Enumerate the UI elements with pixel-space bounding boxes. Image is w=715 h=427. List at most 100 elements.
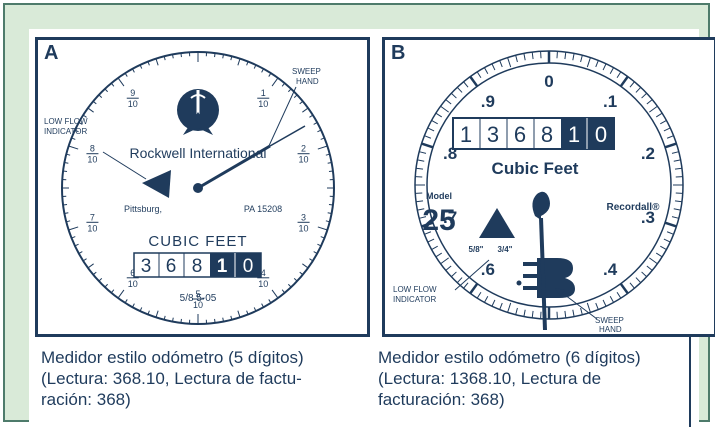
dial-a-tick [288, 89, 291, 92]
odometer-b-digit: 6 [514, 122, 526, 147]
dial-a-tick [118, 78, 124, 86]
odometer-b-digit-dark: 0 [595, 122, 607, 147]
dial-b-tick [630, 82, 634, 87]
dial-b-tick [617, 292, 621, 298]
fraction-denominator: 10 [87, 223, 97, 233]
dial-b-tick [492, 64, 495, 70]
sweep-label-b: HAND [599, 325, 622, 334]
meter-b-brand: Recordall® [607, 202, 661, 213]
dial-b-tick [565, 52, 566, 59]
dial-b-tick [428, 128, 434, 131]
dial-a-tick [272, 290, 278, 298]
dial-b-tick [470, 284, 477, 294]
sweep-label-b: SWEEP [595, 316, 624, 325]
low-flow-indicator-a [142, 170, 171, 198]
caption-a-line: (Lectura: 368.10, Lectura de factu- [41, 368, 304, 389]
dial-b-tick [667, 136, 674, 139]
dial-a-tick [156, 59, 158, 66]
dial-a-tick [294, 95, 297, 98]
dial-b-label: .9 [481, 92, 495, 111]
dial-b-tick [596, 303, 599, 310]
caption-a-line: ración: 368) [41, 389, 304, 410]
caption-a: Medidor estilo odómetro (5 dígitos) (Lec… [41, 347, 304, 410]
meter-b-model-label: Model [426, 191, 452, 201]
caption-divider [689, 335, 691, 427]
dial-b-tick [581, 55, 583, 62]
odometer-a-digit: 6 [166, 256, 177, 277]
dial-b-label: .4 [603, 260, 618, 279]
meter-a-model: 5/8 5-05 [180, 293, 217, 304]
dial-b-tick [596, 60, 599, 67]
dial-a-tick [99, 95, 102, 98]
dial-b-tick [665, 144, 676, 148]
meter-b-units: Cubic Feet [492, 159, 579, 178]
dial-a-tick [111, 83, 114, 86]
dial-a-tick [69, 227, 79, 230]
dial-a-tick [282, 83, 285, 86]
dial-b-tick [674, 160, 681, 161]
dial-a-tick [215, 319, 216, 323]
dial-b-tick [477, 72, 481, 78]
fraction-denominator: 10 [299, 223, 309, 233]
odometer-b-digit: 3 [487, 122, 499, 147]
dial-a-tick [69, 146, 79, 149]
dial-b-tick [492, 300, 495, 306]
dial-a-tick [105, 89, 108, 92]
sweep-label-a: HAND [296, 77, 319, 86]
dial-b-tick [436, 253, 442, 257]
meter-a-units: CUBIC FEET [148, 233, 247, 250]
dial-b-tick [675, 201, 682, 202]
odometer-a-digit-dark: 1 [217, 256, 228, 277]
fraction-numerator: 2 [301, 144, 306, 154]
dial-b-tick [464, 283, 468, 288]
dial-a-tick [269, 299, 271, 302]
low-flow-indicator-b [479, 208, 515, 238]
dial-a-tick [105, 284, 108, 287]
meter-b-size-left: 5/8" [469, 245, 484, 254]
odometer-b-digit: 8 [541, 122, 553, 147]
dial-a-tick [300, 272, 303, 275]
dial-b-tick [675, 168, 682, 169]
low-flow-label-a: INDICATOR [44, 127, 87, 136]
fraction-denominator: 10 [128, 99, 138, 109]
odometer-a-digit: 3 [141, 256, 152, 277]
dial-a-tick [269, 73, 271, 76]
dial-b-tick [647, 100, 652, 104]
dial-b-tick [432, 120, 438, 123]
dial-a-tick [288, 284, 291, 287]
dial-b-tick [672, 217, 679, 219]
meter-a-state-zip: PA 15208 [244, 204, 282, 214]
dial-b-tick [581, 308, 583, 315]
dial-b-tick [416, 201, 423, 202]
dial-a-tick [318, 146, 328, 149]
meter-b-size-right: 3/4" [498, 245, 513, 254]
dial-a-tick [118, 290, 124, 298]
dial-a-tick [302, 108, 308, 112]
dial-b-tick [617, 72, 621, 78]
dial-a-tick [282, 290, 285, 293]
dial-b-tick [470, 77, 477, 87]
caption-b-line: (Lectura: 1368.10, Lectura de [378, 368, 641, 389]
fraction-numerator: 8 [90, 144, 95, 154]
dial-b-tick [664, 239, 670, 242]
dial-a-tick [93, 272, 96, 275]
dial-a-tick [181, 53, 182, 57]
dial-b-label: .6 [481, 260, 495, 279]
dial-b-tick [664, 128, 670, 131]
dial-a-tick [329, 171, 333, 172]
dial-b-tick [500, 60, 503, 67]
dial-b-tick [660, 120, 666, 123]
dial-b-tick [446, 266, 451, 270]
fraction-numerator: 3 [301, 212, 306, 222]
dial-b-tick [674, 209, 681, 210]
dial-b-label: .2 [641, 144, 655, 163]
dial-a-tick [99, 278, 102, 281]
dial-b-tick [428, 239, 434, 242]
low-flow-label-b: INDICATOR [393, 295, 436, 304]
dial-b-tick [603, 300, 606, 306]
sweep-hand-b-head [532, 192, 550, 220]
dial-b-tick [451, 272, 456, 277]
dial-b-tick [649, 258, 657, 264]
dial-b-tick [636, 87, 641, 92]
fraction-denominator: 10 [87, 155, 97, 165]
